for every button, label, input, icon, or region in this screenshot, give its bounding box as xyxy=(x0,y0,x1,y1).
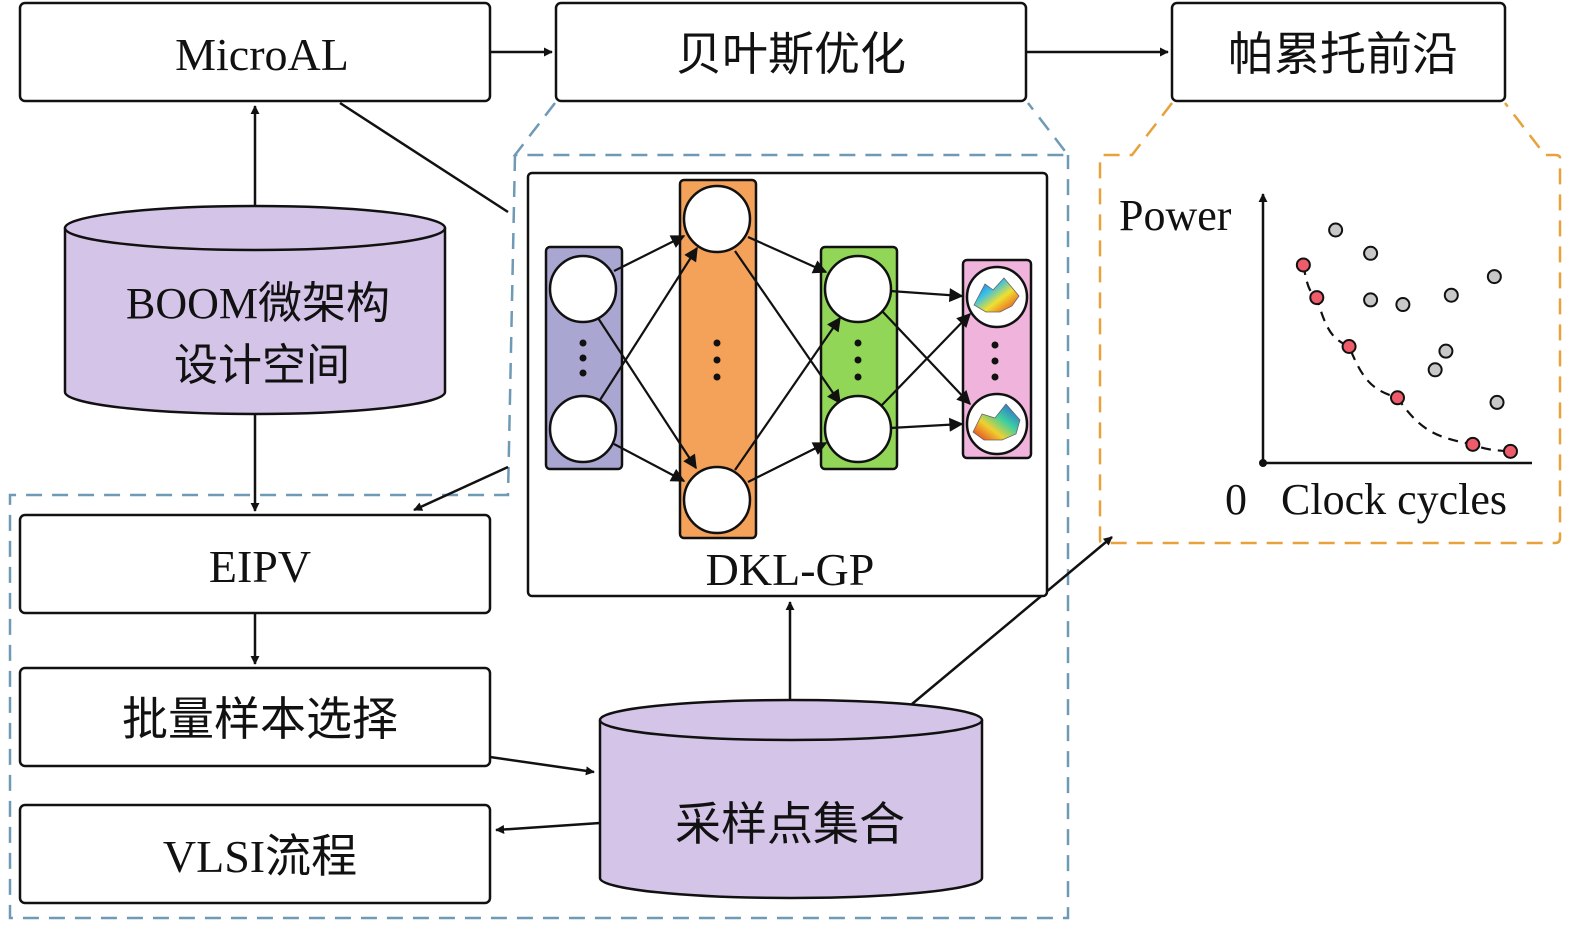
pareto-point-5 xyxy=(1465,436,1481,452)
vlsi-box: VLSI流程 xyxy=(18,803,492,905)
layer-ellipsis-dots xyxy=(579,339,999,381)
dominated-point-4 xyxy=(1395,297,1411,313)
pareto-label: 帕累托前沿 xyxy=(1228,29,1458,80)
chart-origin-label: 0 xyxy=(1225,475,1247,524)
dkl-to-eipv-arrow xyxy=(413,465,509,512)
hidden2-neuron-top xyxy=(823,254,893,324)
input-neuron-top xyxy=(548,254,618,324)
chart-y-label: Power xyxy=(1119,191,1232,240)
pareto-point-1 xyxy=(1295,257,1311,273)
vlsi-label: VLSI流程 xyxy=(163,831,357,882)
samples-cylinder-body xyxy=(598,720,984,900)
bayes-callout-outline xyxy=(8,102,1071,920)
dominated-point-1 xyxy=(1328,222,1344,238)
samples-cylinder-top xyxy=(598,698,984,742)
network-connections xyxy=(597,235,971,483)
batch-box: 批量样本选择 xyxy=(18,666,492,768)
gp-output-top xyxy=(965,265,1029,329)
microal-box: MicroAL xyxy=(18,1,492,103)
bayes-label: 贝叶斯优化 xyxy=(676,29,906,80)
pareto-box: 帕累托前沿 xyxy=(1170,1,1507,103)
gp-output-bottom xyxy=(965,392,1029,456)
dominated-point-5 xyxy=(1443,287,1459,303)
batch-label: 批量样本选择 xyxy=(122,694,398,745)
chart-points xyxy=(1295,222,1518,459)
input-neuron-bottom xyxy=(548,394,618,464)
pareto-point-2 xyxy=(1309,290,1325,306)
dominated-point-6 xyxy=(1486,269,1502,285)
dominated-point-2 xyxy=(1363,245,1379,261)
dominated-point-8 xyxy=(1438,343,1454,359)
pareto-point-3 xyxy=(1341,339,1357,354)
dklgp-label: DKL-GP xyxy=(706,544,875,595)
pareto-point-6 xyxy=(1502,443,1518,459)
dkl-gp-box: DKL-GP xyxy=(526,171,1049,598)
design-space-label-line2: 设计空间 xyxy=(174,341,350,390)
chart-x-label: Clock cycles xyxy=(1281,475,1507,524)
bayes-box: 贝叶斯优化 xyxy=(554,1,1028,103)
dominated-point-7 xyxy=(1427,362,1443,378)
samples-cylinder: 采样点集合 xyxy=(598,698,984,900)
chart-origin-dot xyxy=(1259,459,1267,467)
samples-to-pareto-arrow xyxy=(911,536,1113,705)
design-space-label-line1: BOOM微架构 xyxy=(126,279,390,328)
design-space-cylinder-top xyxy=(63,204,447,252)
samples-to-vlsi-arrow xyxy=(495,821,601,834)
design-space-cylinder: BOOM微架构 设计空间 xyxy=(63,204,447,416)
dominated-point-3 xyxy=(1363,292,1379,308)
hidden2-neuron-bottom xyxy=(823,394,893,464)
batch-to-samples-arrow xyxy=(489,755,595,776)
pareto-front-curve xyxy=(1302,264,1511,453)
pareto-point-4 xyxy=(1390,390,1405,406)
hidden1-neuron-bottom xyxy=(682,465,752,535)
dominated-point-9 xyxy=(1489,394,1505,410)
design-space-cylinder-body xyxy=(63,228,447,416)
microal-to-dkl-line xyxy=(339,101,509,214)
pareto-callout-outline xyxy=(1098,102,1562,545)
samples-label: 采样点集合 xyxy=(675,799,905,850)
hidden1-neuron-top xyxy=(682,184,752,254)
pareto-chart: Power Clock cycles 0 xyxy=(1119,191,1532,524)
microal-label: MicroAL xyxy=(175,29,349,80)
eipv-label: EIPV xyxy=(209,541,311,592)
eipv-box: EIPV xyxy=(18,513,492,615)
